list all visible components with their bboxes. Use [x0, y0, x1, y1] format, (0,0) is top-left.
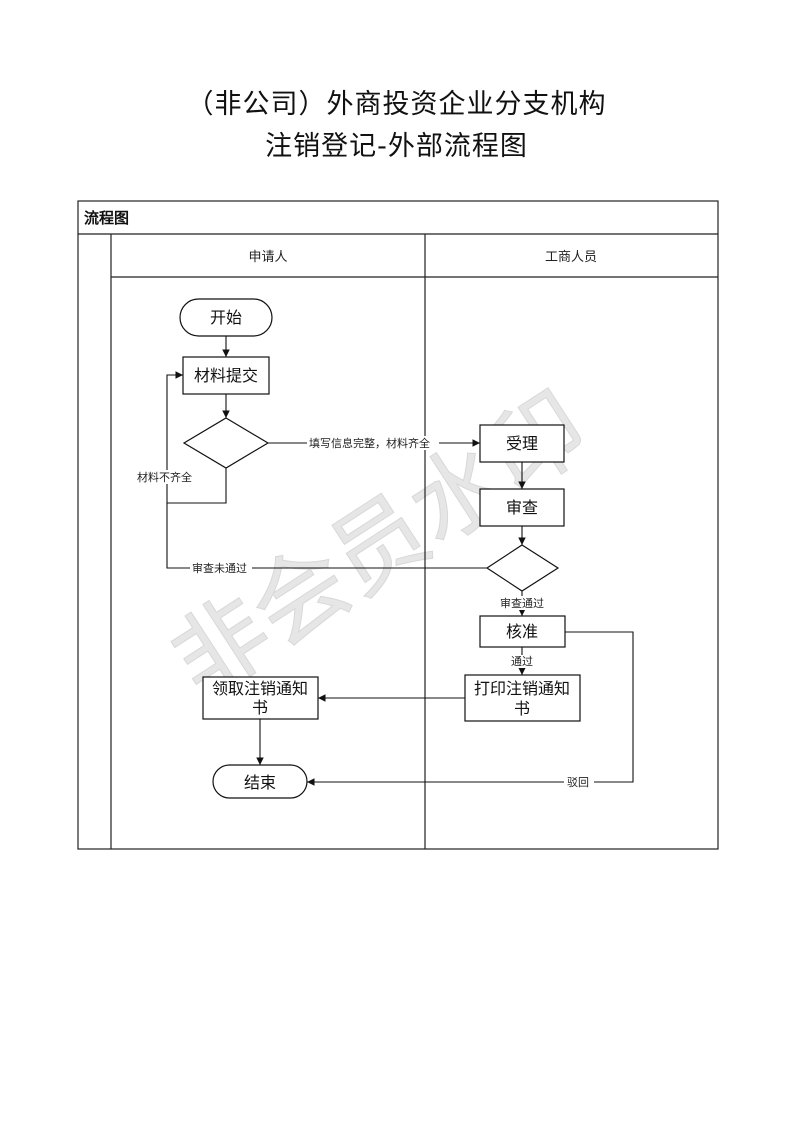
node-print-label-line2: 书 — [514, 699, 530, 718]
document-title-line1: （非公司）外商投资企业分支机构 — [186, 89, 607, 120]
node-decision-materials — [182, 417, 270, 469]
node-collect-notice — [202, 676, 319, 720]
node-submit-label: 材料提交 — [194, 366, 258, 385]
flowchart-frame — [77, 200, 719, 850]
edge-label-rejected: 驳回 — [567, 776, 589, 789]
node-end-label: 结束 — [244, 773, 276, 792]
edge-not-passed — [166, 503, 487, 569]
flow-nodes — [179, 298, 581, 799]
node-start-label: 开始 — [210, 308, 242, 327]
edge-label-complete: 填写信息完整，材料齐全 — [309, 436, 430, 450]
node-decision-review — [485, 544, 560, 592]
node-start — [179, 298, 273, 337]
node-accept — [479, 424, 565, 463]
edge-label-passed: 审查通过 — [500, 596, 544, 610]
node-print-notice — [464, 674, 581, 722]
node-review-label: 审查 — [506, 498, 538, 517]
edge-label-incomplete: 材料不齐全 — [137, 470, 192, 484]
lane-staff-label: 工商人员 — [545, 250, 597, 265]
node-submit — [182, 356, 270, 395]
flowchart-header: 流程图 — [84, 209, 129, 227]
node-collect-label-line1: 领取注销通知 — [212, 679, 308, 698]
node-approve-label: 核准 — [506, 622, 538, 641]
lane-applicant-label: 申请人 — [248, 250, 287, 265]
node-review — [479, 488, 565, 527]
edge-label-approved: 通过 — [511, 655, 533, 668]
flow-connectors — [166, 336, 634, 786]
edge-rejected — [307, 631, 634, 786]
node-approve — [479, 615, 566, 648]
node-print-label-line1: 打印注销通知 — [474, 679, 570, 698]
document-title-line2: 注销登记-外部流程图 — [265, 131, 528, 162]
edge-label-not-passed: 审查未通过 — [192, 561, 247, 575]
node-accept-label: 受理 — [506, 434, 538, 453]
node-collect-label-line2: 书 — [252, 698, 268, 717]
node-end — [212, 764, 308, 799]
